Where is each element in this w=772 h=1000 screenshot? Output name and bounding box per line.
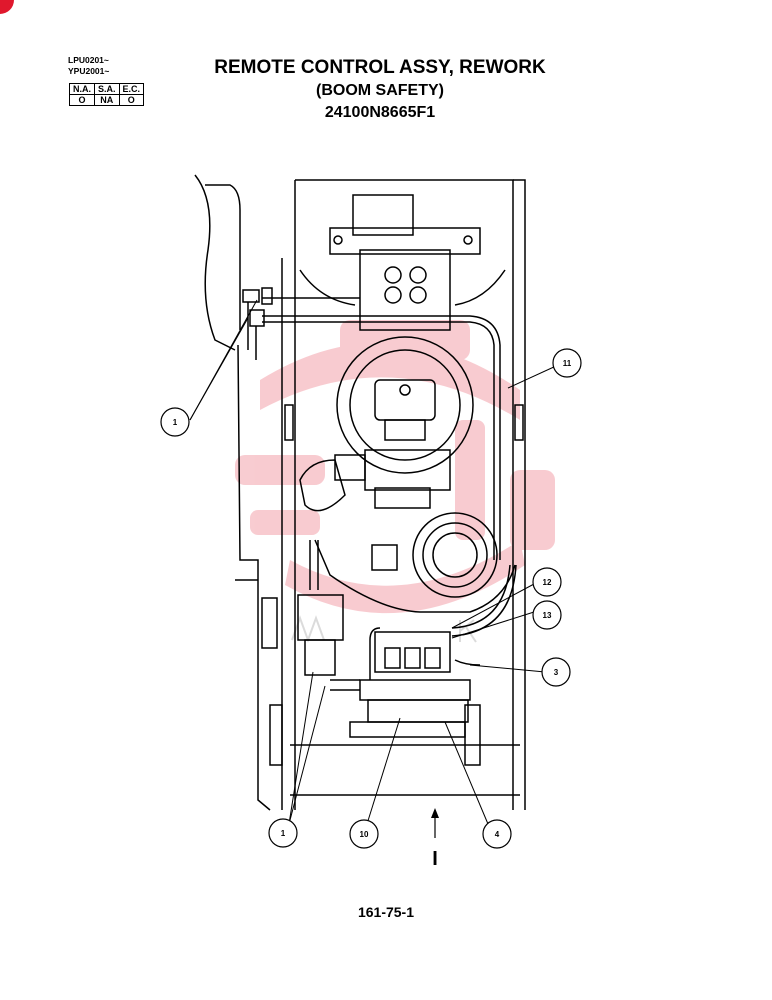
callout-3: 3 [541, 657, 571, 687]
part-number: 24100N8665F1 [324, 104, 436, 121]
watermark-logo [235, 320, 555, 614]
callout-1-upper: 1 [160, 407, 190, 437]
applicability-code-table: N.A. S.A. E.C. O NA O [69, 83, 145, 106]
svg-text:1: 1 [281, 829, 286, 838]
callout-10: 10 [349, 819, 379, 849]
code-value-ec: O [118, 94, 145, 106]
svg-text:3: 3 [554, 668, 559, 677]
serial-range-lpu: LPU0201~ [68, 55, 109, 65]
watermark-text [291, 615, 477, 643]
svg-text:11: 11 [563, 359, 572, 368]
view-arrow-label: I [432, 848, 438, 870]
page-number: 161-75-1 [357, 904, 415, 920]
callout-4: 4 [482, 819, 512, 849]
svg-text:1: 1 [173, 418, 178, 427]
svg-text:4: 4 [495, 830, 500, 839]
callout-11: 11 [552, 348, 582, 378]
leader-lines [189, 299, 557, 825]
page-subtitle: (BOOM SAFETY) [316, 82, 444, 99]
page-title: REMOTE CONTROL ASSY, REWORK [214, 57, 546, 78]
callout-13: 13 [532, 600, 562, 630]
svg-text:13: 13 [543, 611, 552, 620]
code-value-na: O [69, 94, 95, 106]
svg-text:12: 12 [543, 578, 552, 587]
svg-text:10: 10 [360, 830, 369, 839]
view-arrow-icon: I [431, 808, 439, 870]
callout-12: 12 [532, 567, 562, 597]
callout-1-lower: 1 [268, 818, 298, 848]
serial-range-ypu: YPU2001~ [68, 66, 110, 76]
